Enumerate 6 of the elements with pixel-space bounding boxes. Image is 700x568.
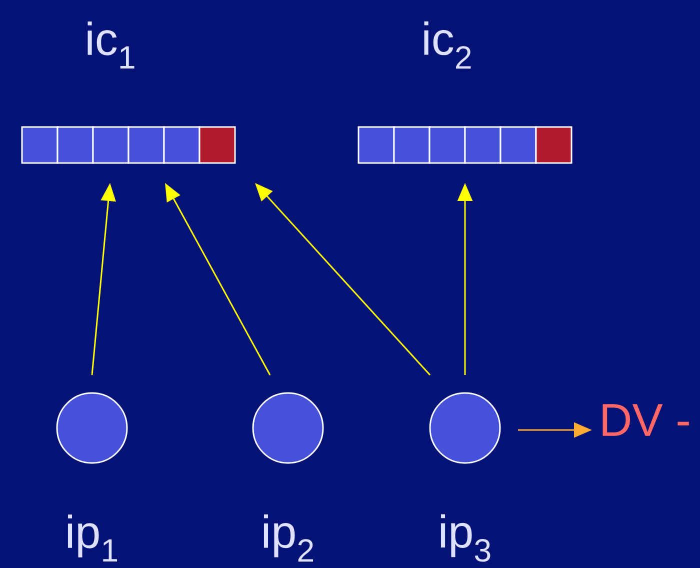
node-label: ip$_{1}$ — [68, 514, 118, 562]
array-label: ic$_{1}$ — [88, 22, 134, 68]
output-label: DV - — [602, 404, 689, 436]
array-label: ic$_{2}$ — [424, 21, 471, 69]
node-label: ip$_{3}$ — [440, 514, 490, 562]
node-label: ip$_{2}$ — [264, 514, 313, 562]
